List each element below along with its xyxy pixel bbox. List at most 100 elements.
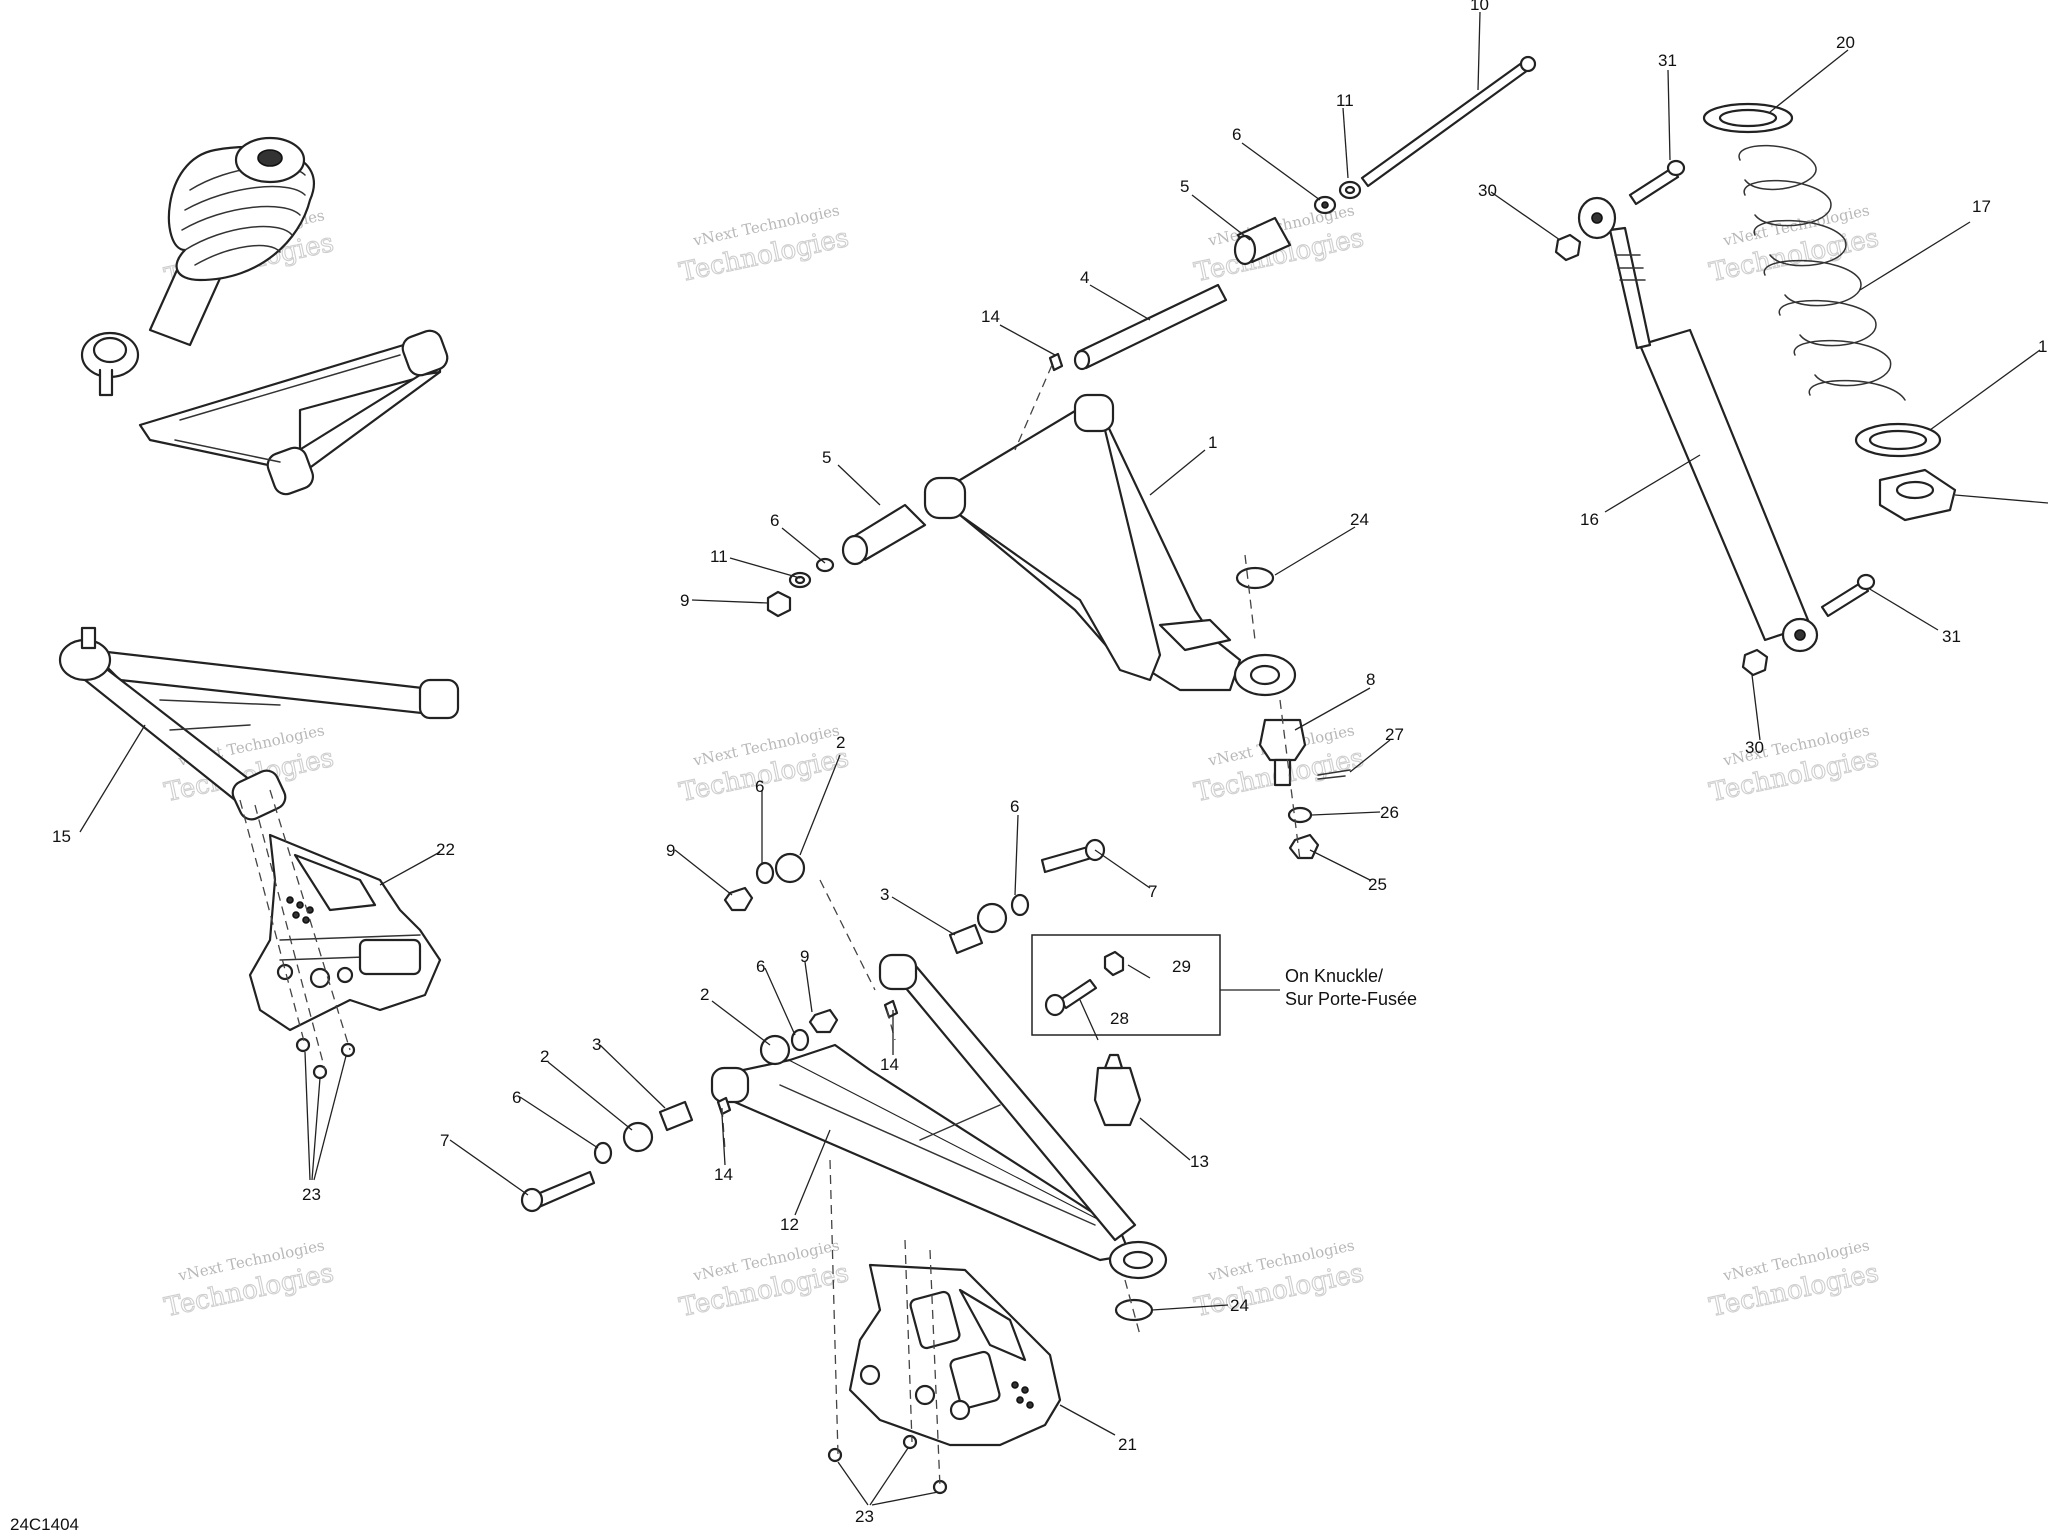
watermark: vNext Technologies Technologies [1706, 201, 1882, 289]
part-number-13: 13 [1190, 1152, 1209, 1171]
part-number-20: 20 [1836, 33, 1855, 52]
part-number-3: 3 [880, 885, 889, 904]
watermark: vNext Technologies Technologies [161, 1236, 337, 1324]
bushing-2-lower-rear [976, 902, 1008, 934]
part-number-5: 5 [1180, 177, 1189, 196]
part-number-30: 30 [1478, 181, 1497, 200]
nut-25 [1288, 833, 1320, 860]
part-number-29: 29 [1172, 957, 1191, 976]
watermark: vNext Technologies Technologies [1191, 1236, 1367, 1324]
part-number-26: 26 [1380, 803, 1399, 822]
sleeve-3-lower-rear [948, 923, 984, 955]
bushing-5-front [841, 503, 927, 566]
grease-fitting-14-lower [716, 1096, 732, 1116]
part-number-8: 8 [1366, 670, 1375, 689]
bolt-7-front [520, 1170, 596, 1213]
bolt-28 [1044, 978, 1098, 1017]
watermark: vNext Technologies Technologies [676, 201, 852, 289]
nut-9-lower-front [808, 1008, 839, 1034]
bracket-22 [248, 833, 442, 1032]
part-number-7: 7 [440, 1131, 449, 1150]
part-number-2: 2 [836, 733, 845, 752]
bushing-2-upper-rear [774, 852, 806, 884]
part-number-5: 5 [822, 448, 831, 467]
part-number-6: 6 [770, 511, 779, 530]
callout-line-2: Sur Porte-Fusée [1285, 989, 1417, 1009]
washer-11-rear [1338, 180, 1362, 200]
part-number-25: 25 [1368, 875, 1387, 894]
part-number-2: 2 [700, 985, 709, 1004]
part-number-7: 7 [1148, 882, 1157, 901]
part-number-28: 28 [1110, 1009, 1129, 1028]
assembly-lines [239, 364, 1301, 1488]
part-number-9: 9 [680, 591, 689, 610]
part-number-9: 9 [800, 947, 809, 966]
part-number-2: 2 [540, 1047, 549, 1066]
washer-6-upper-rear [755, 861, 775, 885]
part-number-6: 6 [1232, 125, 1241, 144]
leader-lines [79, 11, 2048, 1506]
nut-9-front [766, 590, 792, 618]
watermark: vNext Technologies Technologies [676, 1236, 852, 1324]
retaining-ring-24-lower [1114, 1298, 1154, 1322]
lower-a-arm-12 [710, 953, 1168, 1280]
part-number-15: 15 [52, 827, 71, 846]
part-number-17: 17 [1972, 197, 1991, 216]
part-numbers: 10 11 6 5 4 14 1 5 6 11 9 24 8 27 26 25 … [52, 0, 2048, 1526]
part-number-14: 14 [880, 1055, 899, 1074]
part-number-31: 31 [1658, 51, 1677, 70]
shaft-4 [1073, 283, 1228, 371]
assembly-thumbnail-arm [58, 626, 460, 821]
part-number-18: 18 [2038, 337, 2048, 356]
part-number-24: 24 [1350, 510, 1369, 529]
part-number-4: 4 [1080, 268, 1089, 287]
washer-6-lower-rear [1010, 893, 1030, 917]
part-number-22: 22 [436, 840, 455, 859]
cotter-pin-27 [1317, 769, 1351, 780]
part-number-23: 23 [855, 1507, 874, 1526]
bushing-5-rear [1233, 216, 1292, 266]
part-number-30: 30 [1745, 738, 1764, 757]
coil-spring-17 [1738, 144, 1906, 401]
washer-6-front-lower [593, 1141, 613, 1165]
part-number-12: 12 [780, 1215, 799, 1234]
grease-fitting-14-mid [883, 999, 899, 1019]
washer-6-front [815, 557, 835, 573]
part-number-27: 27 [1385, 725, 1404, 744]
watermark: vNext Technologies Technologies [1706, 1236, 1882, 1324]
watermark: vNext Technologies Technologies [1706, 721, 1882, 809]
retaining-ring-24-upper [1235, 566, 1275, 590]
part-number-23: 23 [302, 1185, 321, 1204]
part-number-11: 11 [710, 547, 728, 566]
nut-9-lower-rear [723, 886, 754, 912]
part-number-1: 1 [1208, 433, 1217, 452]
spring-seat-20 [1702, 102, 1794, 134]
sleeve-3-front [658, 1100, 694, 1132]
diagram-code: 24C1404 [10, 1515, 79, 1534]
shock-absorber-16 [1577, 196, 1819, 653]
part-number-6: 6 [512, 1088, 521, 1107]
part-number-10: 10 [1470, 0, 1489, 14]
part-number-6: 6 [1010, 797, 1019, 816]
part-number-14: 14 [981, 307, 1000, 326]
upper-a-arm-1 [923, 393, 1297, 697]
nut-30-lower [1741, 648, 1769, 677]
part-number-6: 6 [755, 777, 764, 796]
nut-30-upper [1554, 233, 1582, 262]
fasteners-23-left [295, 1037, 356, 1080]
shaft-10 [1360, 55, 1537, 188]
bushing-2-lower-front [759, 1034, 791, 1066]
fasteners-23-bottom [827, 1434, 948, 1495]
part-number-3: 3 [592, 1035, 601, 1054]
part-number-14: 14 [714, 1165, 733, 1184]
part-number-9: 9 [666, 841, 675, 860]
adjuster-19 [1878, 468, 1957, 522]
part-number-11: 11 [1336, 91, 1354, 110]
washer-26 [1287, 806, 1313, 824]
bolt-7-rear [1040, 838, 1106, 874]
skid-plate-21 [848, 1263, 1062, 1447]
part-number-31: 31 [1942, 627, 1961, 646]
washer-6-lower-front [790, 1028, 810, 1052]
part-number-24: 24 [1230, 1296, 1249, 1315]
